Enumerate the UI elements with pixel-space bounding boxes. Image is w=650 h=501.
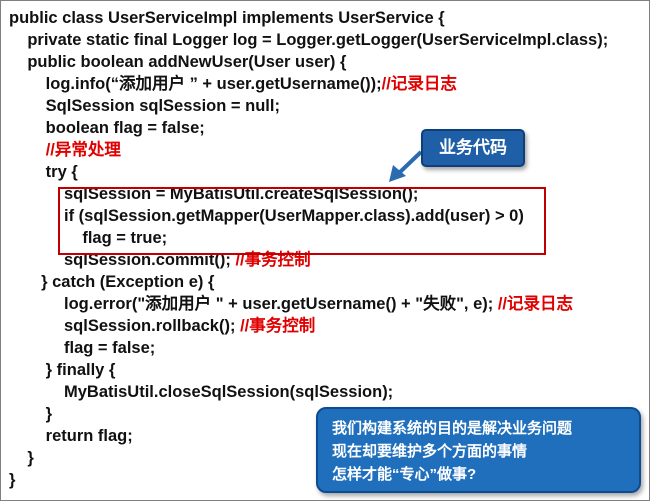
code-line: log.info(“添加用户 ” + user.getUsername());/… <box>9 75 457 93</box>
code-comment: //记录日志 <box>497 295 573 313</box>
code-comment: //异常处理 <box>45 141 121 159</box>
code-comment: //事务控制 <box>240 317 316 335</box>
code-line: return flag; <box>9 427 133 445</box>
code-line: } finally { <box>9 361 116 379</box>
code-line: flag = true; <box>9 229 168 247</box>
business-code-highlight-box <box>58 187 546 255</box>
code-line: log.error("添加用户 " + user.getUsername() +… <box>9 295 573 313</box>
code-line: try { <box>9 163 78 181</box>
code-line: public class UserServiceImpl implements … <box>9 9 445 27</box>
code-line: private static final Logger log = Logger… <box>9 31 609 49</box>
code-line: flag = false; <box>9 339 156 357</box>
code-line: } <box>9 405 53 423</box>
code-line: //异常处理 <box>9 139 121 161</box>
callout-label: 业务代码 <box>439 138 507 157</box>
code-line: MyBatisUtil.closeSqlSession(sqlSession); <box>9 383 394 401</box>
business-code-callout: 业务代码 <box>421 129 525 167</box>
code-line: sqlSession.commit(); //事务控制 <box>9 251 311 269</box>
note-line: 我们构建系统的目的是解决业务问题 <box>332 420 573 437</box>
code-line: sqlSession.rollback(); //事务控制 <box>9 317 316 335</box>
code-line: if (sqlSession.getMapper(UserMapper.clas… <box>9 207 524 225</box>
code-line: boolean flag = false; <box>9 119 205 137</box>
code-line: } <box>9 449 34 467</box>
code-comment: //记录日志 <box>381 75 457 93</box>
code-line: sqlSession = MyBatisUtil.createSqlSessio… <box>9 185 419 203</box>
question-note-box: 我们构建系统的目的是解决业务问题 现在却要维护多个方面的事情 怎样才能“专心”做… <box>316 407 641 493</box>
code-line: } catch (Exception e) { <box>9 273 215 291</box>
note-line: 现在却要维护多个方面的事情 <box>332 443 528 460</box>
code-line: public boolean addNewUser(User user) { <box>9 53 347 71</box>
code-line: } <box>9 471 16 489</box>
code-line: SqlSession sqlSession = null; <box>9 97 280 115</box>
code-comment: //事务控制 <box>235 251 311 269</box>
note-line: 怎样才能“专心”做事? <box>332 466 477 483</box>
